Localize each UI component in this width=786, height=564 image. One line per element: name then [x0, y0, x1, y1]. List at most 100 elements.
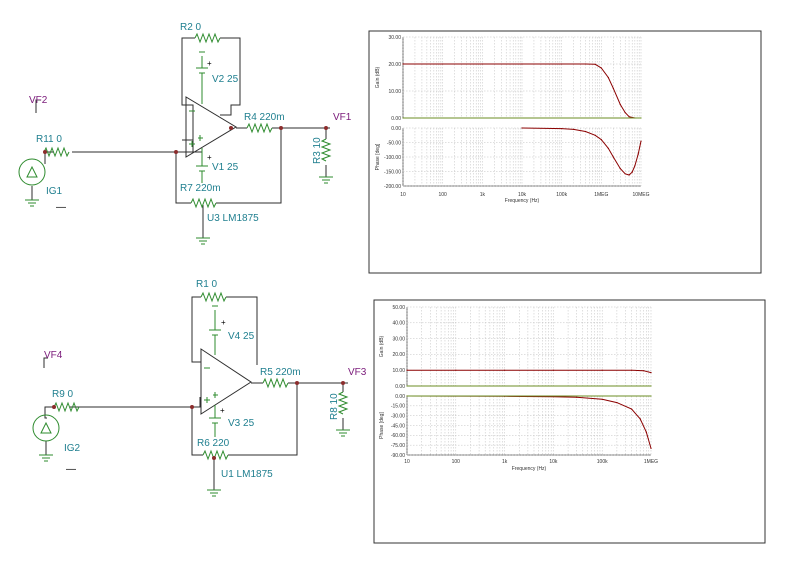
gain-series-1-point	[406, 369, 408, 371]
resistor-r1	[200, 291, 227, 303]
chart-frame-2	[373, 299, 766, 544]
label-r-load-2: R8 10	[329, 393, 340, 420]
resistor-r8	[337, 391, 349, 415]
phase-series-1-point	[650, 447, 652, 449]
gain-series-1-point	[402, 63, 404, 65]
gain-series-1-point	[650, 372, 652, 374]
x-tick-label: 10MEG	[633, 192, 650, 198]
gain-y-tick-label: 0.00	[391, 116, 401, 122]
probe-vf-in-2: VF4	[44, 350, 63, 361]
phase-series-1-point	[521, 127, 523, 129]
label-r-out: R4 220m	[244, 112, 285, 123]
current-source-ig2	[32, 414, 60, 442]
gain-y-tick-label: 30.00	[388, 35, 401, 41]
label-r-bot: R7 220m	[180, 183, 221, 194]
phase-y-tick-label: -200.00	[384, 184, 401, 190]
phase-panel: 0.00-15.00-30.00-45.00-60.00-75.00-90.00…	[379, 394, 652, 459]
label-r-fb-2: R1 0	[196, 279, 218, 290]
phase-series-1-point	[628, 174, 630, 176]
resistor-r11	[43, 146, 70, 158]
x-tick-label: 1MEG	[644, 459, 658, 465]
gain-series-1-point	[631, 369, 633, 371]
phase-series-1-point	[607, 147, 609, 149]
phase-series-1-point	[624, 173, 626, 175]
battery-v2	[196, 56, 208, 104]
gain-series-1-point	[561, 63, 563, 65]
phase-series-1-point	[561, 128, 563, 130]
gain-series-1-point	[601, 369, 603, 371]
gain-y-tick-label: 20.00	[392, 352, 405, 358]
phase-series-1-point	[619, 168, 621, 170]
x-tick-label: 100	[438, 192, 447, 198]
phase-series-1-point	[612, 156, 614, 158]
svg-text:+: +	[207, 153, 212, 162]
phase-series-1-point	[576, 396, 578, 398]
gain-y-tick-label: 50.00	[392, 305, 405, 311]
phase-y-tick-label: -30.00	[391, 413, 405, 419]
phase-series-1-point	[594, 134, 596, 136]
gain-series-1-point	[455, 369, 457, 371]
gain-series-2-point	[650, 385, 652, 387]
x-tick-label: 100k	[556, 192, 567, 198]
battery-v4	[209, 310, 221, 355]
label-r-in-2: R9 0	[52, 389, 74, 400]
phase-series-2-point	[650, 395, 652, 397]
phase-series-1-point	[631, 408, 633, 410]
label-v-top-2: V4 25	[228, 331, 255, 342]
resistor-r3	[320, 138, 332, 162]
resistor-r2	[194, 32, 221, 44]
gain-series-1-point	[521, 63, 523, 65]
phase-y-tick-label: -50.00	[387, 140, 401, 146]
phase-series-1-point	[616, 402, 618, 404]
svg-text:—: —	[56, 202, 66, 213]
x-axis-title: Frequency (Hz)	[512, 466, 547, 472]
label-opamp: U3 LM1875	[207, 213, 259, 224]
resistor-r9	[53, 401, 80, 413]
gain-series-1-point	[624, 112, 626, 114]
phase-series-1-point	[634, 165, 636, 167]
x-tick-label: 100k	[597, 459, 608, 465]
gain-series-1-point	[619, 103, 621, 106]
x-axis-title: Frequency (Hz)	[505, 198, 540, 204]
gain-y-title: Gain (dB)	[379, 335, 385, 357]
circuit-1: + + — R2 0 V2 25 R4 220m R11 0 V1 25 R7 …	[18, 22, 352, 245]
gain-series-1-line	[407, 369, 652, 374]
gain-y-tick-label: 10.00	[392, 368, 405, 374]
phase-y-title: Phase [deg]	[375, 143, 381, 170]
label-v-bot-2: V3 25	[228, 418, 255, 429]
x-tick-label: 1k	[502, 459, 508, 465]
phase-y-tick-label: -15.00	[391, 404, 405, 410]
resistor-r7	[190, 197, 217, 209]
gain-y-tick-label: 20.00	[388, 62, 401, 68]
label-ig-2: IG2	[64, 443, 81, 454]
gain-series-1-point	[612, 87, 614, 89]
phase-y-title: Phase [deg]	[379, 412, 385, 439]
x-tick-label: 10k	[518, 192, 527, 198]
phase-series-1-point	[573, 128, 575, 130]
resistor-r4	[246, 122, 273, 134]
x-tick-label: 100	[452, 459, 461, 465]
label-r-fb: R2 0	[180, 22, 202, 33]
opamp-triangle	[185, 96, 237, 158]
label-opamp-2: U1 LM1875	[221, 469, 273, 480]
gain-y-tick-label: 30.00	[392, 336, 405, 342]
chart-frame-1	[368, 30, 762, 274]
gain-series-1-point	[642, 370, 645, 372]
phase-y-tick-label: 0.00	[395, 394, 405, 400]
phase-y-tick-label: -150.00	[384, 169, 401, 175]
gain-series-1-point	[552, 369, 555, 371]
svg-text:—: —	[66, 464, 76, 475]
gain-y-title: Gain (dB)	[375, 66, 381, 88]
battery-v1	[196, 148, 208, 183]
x-tick-label: 1MEG	[594, 192, 608, 198]
phase-series-1-point	[600, 139, 602, 141]
battery-v3	[209, 405, 221, 437]
phase-y-tick-label: -45.00	[391, 423, 405, 429]
phase-series-2-point	[406, 395, 408, 397]
